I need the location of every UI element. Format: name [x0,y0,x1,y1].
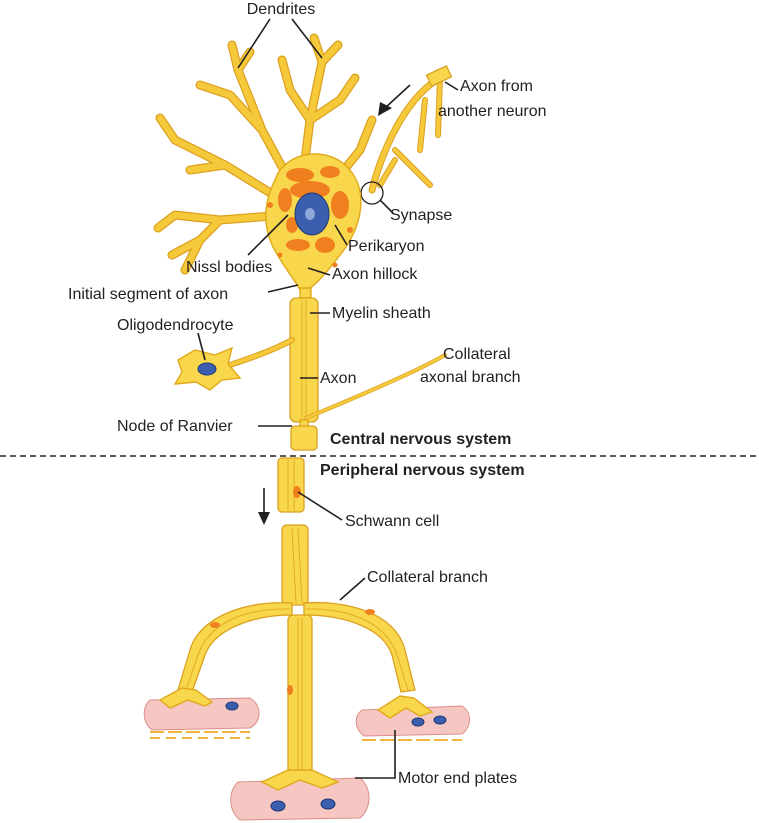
label-oligodendrocyte: Oligodendrocyte [117,317,234,334]
direction-arrow-head-top [378,102,392,116]
schwann-cell-nucleus [293,486,301,498]
leader-lines [197,18,459,779]
label-collateral-branch: Collateral branch [367,569,488,586]
myelin-sheath [289,297,319,423]
motor-end-plates [143,687,470,821]
label-schwann-cell: Schwann cell [345,513,439,530]
label-dendrites: Dendrites [247,1,315,18]
label-axon-from-2: another neuron [438,103,547,120]
label-central-nervous-system: Central nervous system [330,431,511,448]
label-axon-hillock: Axon hillock [332,266,418,283]
dendrites-group [153,33,377,275]
label-synapse: Synapse [390,207,452,224]
axon-cns [289,287,447,451]
nissl-bodies [267,166,353,268]
label-axon: Axon [320,370,356,387]
direction-arrow-head-bottom [258,512,270,525]
cell-body [265,153,362,291]
label-perikaryon: Perikaryon [348,238,424,255]
oligodendrocyte-cell [173,337,295,391]
label-peripheral-nervous-system: Peripheral nervous system [320,462,525,479]
label-collateral-axonal-2: axonal branch [420,369,521,386]
label-nissl-bodies: Nissl bodies [186,259,272,276]
label-node-of-ranvier: Node of Ranvier [117,418,233,435]
label-axon-from-1: Axon from [460,78,533,95]
label-initial-segment: Initial segment of axon [68,286,228,303]
axon-pns [177,457,416,776]
label-collateral-axonal-1: Collateral [443,346,511,363]
synapse-marker [360,181,384,205]
incoming-axon [368,65,453,194]
direction-arrow-line-top [384,84,411,109]
label-myelin-sheath: Myelin sheath [332,305,431,322]
label-motor-end-plates: Motor end plates [398,770,517,787]
